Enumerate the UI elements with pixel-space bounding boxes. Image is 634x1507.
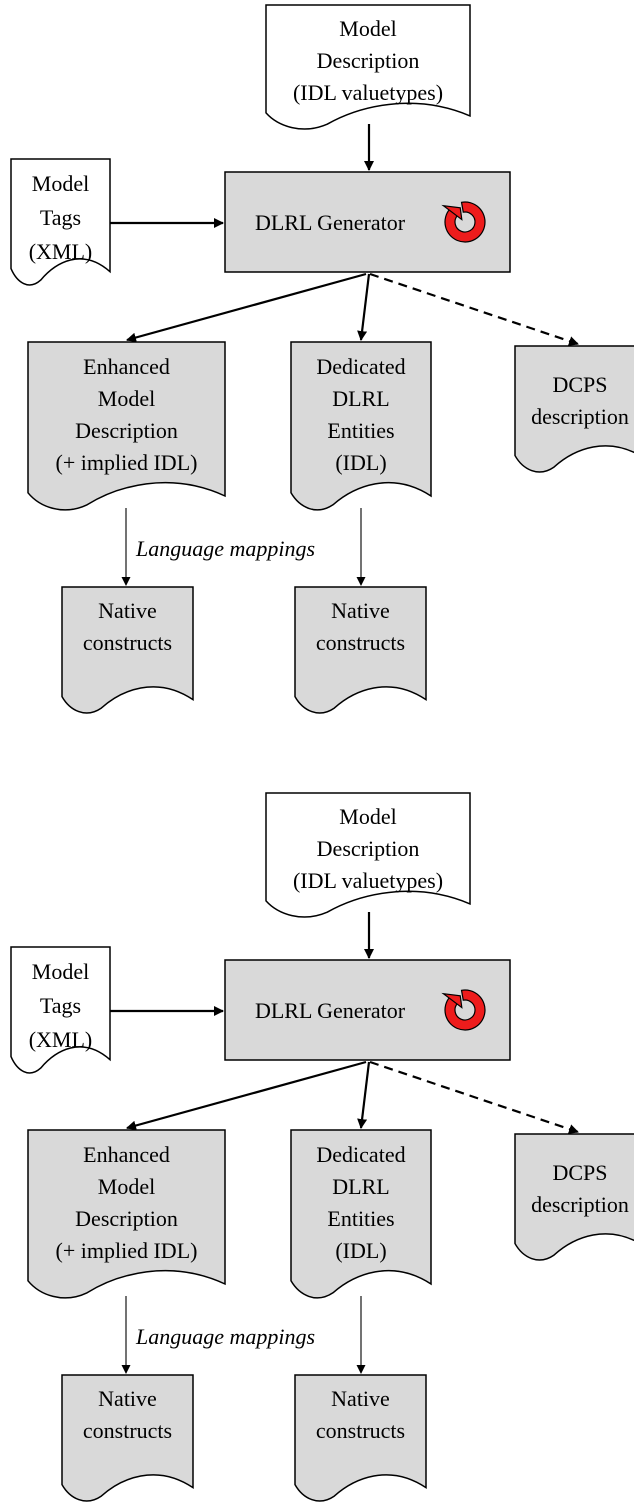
dcps-description-doc: DCPS description	[514, 1133, 634, 1261]
model-description-doc-line-2: Description	[317, 836, 420, 861]
edge-generator-to-dcps-description	[369, 272, 579, 346]
edge-generator-to-enhanced-model	[126, 272, 367, 343]
edge-generator-to-enhanced-model	[126, 1060, 367, 1131]
native-constructs-left-doc: Native constructs	[61, 586, 194, 714]
language-mappings-label: Language mappings	[135, 536, 315, 561]
model-tags-doc-line-1: Model	[32, 959, 89, 984]
dcps-description-doc-line-2: description	[531, 1192, 629, 1217]
model-description-doc-line-2: Description	[317, 48, 420, 73]
model-description-doc-line-3: (IDL valuetypes)	[293, 80, 443, 105]
native-constructs-left-doc-shape	[61, 1374, 194, 1502]
edge-generator-to-dedicated-entities	[357, 273, 371, 341]
edge-generator-to-dedicated-entities	[357, 1061, 371, 1129]
native-constructs-left-doc: Native constructs	[61, 1374, 194, 1502]
native-constructs-right-doc-line-2: constructs	[316, 1418, 405, 1443]
enhanced-model-doc-line-4: (+ implied IDL)	[56, 450, 198, 475]
dedicated-entities-doc-line-2: DLRL	[332, 1174, 389, 1199]
dlrl-generator-label: DLRL Generator	[255, 998, 406, 1023]
dcps-description-doc-line-2: description	[531, 404, 629, 429]
model-description-doc-line-1: Model	[339, 804, 396, 829]
model-tags-doc-line-3: (XML)	[29, 239, 93, 264]
enhanced-model-doc-line-2: Model	[98, 386, 155, 411]
dedicated-entities-doc-shape	[290, 1129, 432, 1299]
enhanced-model-doc-line-3: Description	[75, 1206, 178, 1231]
dedicated-entities-doc-line-3: Entities	[327, 1206, 394, 1231]
model-tags-doc-line-2: Tags	[40, 205, 81, 230]
native-constructs-right-doc-shape	[294, 1374, 427, 1502]
dcps-description-doc: DCPS description	[514, 345, 634, 473]
native-constructs-left-doc-line-2: constructs	[83, 630, 172, 655]
model-tags-doc-line-3: (XML)	[29, 1027, 93, 1052]
dlrl-generator-box: DLRL Generator	[224, 171, 511, 273]
native-constructs-right-doc-shape	[294, 586, 427, 714]
native-constructs-left-doc-line-1: Native	[98, 598, 157, 623]
enhanced-model-doc-shape	[27, 1129, 226, 1299]
dcps-description-doc-line-1: DCPS	[552, 372, 607, 397]
model-description-doc-line-1: Model	[339, 16, 396, 41]
dedicated-entities-doc-line-1: Dedicated	[316, 1142, 405, 1167]
dedicated-entities-doc-line-4: (IDL)	[335, 1238, 386, 1263]
edge-generator-to-dcps-description	[369, 1060, 579, 1134]
dedicated-entities-doc-shape	[290, 341, 432, 511]
dedicated-entities-doc-line-4: (IDL)	[335, 450, 386, 475]
model-tags-doc-shape	[10, 946, 111, 1074]
model-tags-doc-line-1: Model	[32, 171, 89, 196]
enhanced-model-doc-line-3: Description	[75, 418, 178, 443]
model-tags-doc-shape	[10, 158, 111, 286]
native-constructs-left-doc-shape	[61, 586, 194, 714]
model-description-doc-shape	[265, 792, 471, 918]
dlrl-generator-label: DLRL Generator	[255, 210, 406, 235]
dcps-description-doc-shape	[514, 345, 634, 473]
model-tags-doc-line-2: Tags	[40, 993, 81, 1018]
cycle-arrow-icon	[441, 201, 486, 243]
enhanced-model-doc-shape	[27, 341, 226, 511]
native-constructs-right-doc-line-1: Native	[331, 1386, 390, 1411]
enhanced-model-doc-line-1: Enhanced	[83, 1142, 170, 1167]
dcps-description-doc-shape	[514, 1133, 634, 1261]
enhanced-model-doc-line-2: Model	[98, 1174, 155, 1199]
model-description-doc-shape	[265, 4, 471, 130]
dedicated-entities-doc-line-1: Dedicated	[316, 354, 405, 379]
enhanced-model-doc-line-1: Enhanced	[83, 354, 170, 379]
native-constructs-right-doc-line-1: Native	[331, 598, 390, 623]
native-constructs-right-doc: Native constructs	[294, 586, 427, 714]
native-constructs-left-doc-line-1: Native	[98, 1386, 157, 1411]
dlrl-generator-box: DLRL Generator	[224, 959, 511, 1061]
cycle-arrow-icon	[441, 989, 486, 1031]
dedicated-entities-doc-line-3: Entities	[327, 418, 394, 443]
model-description-doc-line-3: (IDL valuetypes)	[293, 868, 443, 893]
native-constructs-right-doc-line-2: constructs	[316, 630, 405, 655]
dedicated-entities-doc-line-2: DLRL	[332, 386, 389, 411]
dlrl-generator-shape	[224, 959, 511, 1061]
native-constructs-left-doc-line-2: constructs	[83, 1418, 172, 1443]
native-constructs-right-doc: Native constructs	[294, 1374, 427, 1502]
dlrl-generator-shape	[224, 171, 511, 273]
language-mappings-label: Language mappings	[135, 1324, 315, 1349]
enhanced-model-doc-line-4: (+ implied IDL)	[56, 1238, 198, 1263]
dcps-description-doc-line-1: DCPS	[552, 1160, 607, 1185]
